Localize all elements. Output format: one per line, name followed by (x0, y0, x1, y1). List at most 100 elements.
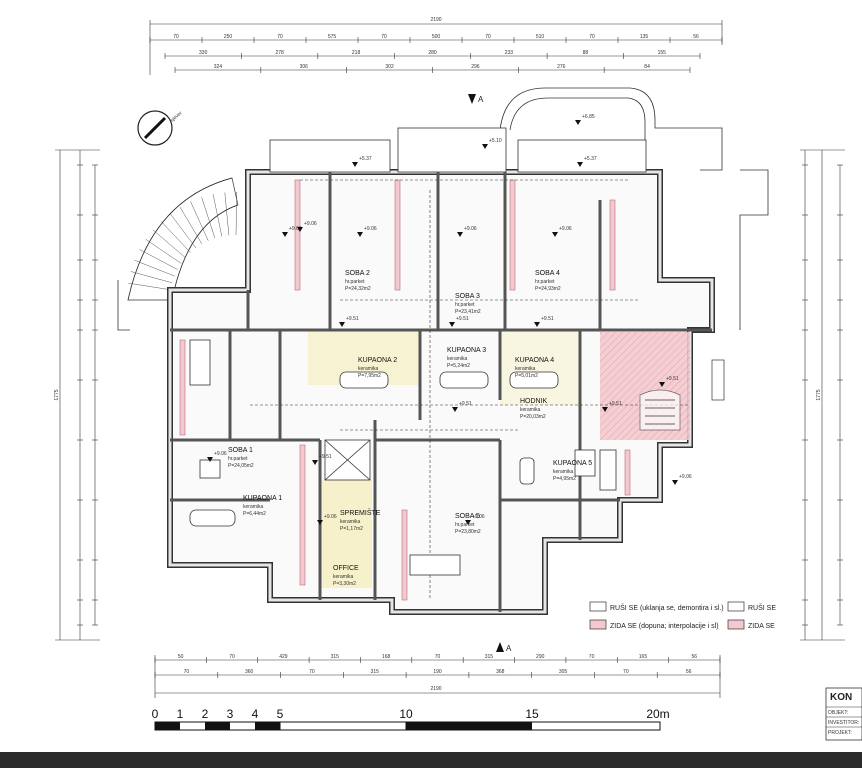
dim-value: 70 (623, 669, 629, 675)
dim-value: 280 (428, 50, 437, 56)
level-mark: +9.51 (449, 316, 469, 327)
dim-value: 510 (536, 34, 545, 40)
side-dimension-chains (55, 149, 845, 641)
title-block: KON OBJEKT: INVESTITOR: PROJEKT: (825, 687, 862, 741)
level-value: +9.06 (214, 451, 227, 457)
right-outline (117, 169, 769, 331)
level-value: +6.85 (582, 114, 595, 120)
dim-value: 165 (639, 654, 648, 660)
room-floor: hr.parket (535, 279, 555, 285)
curved-staircase (127, 177, 239, 301)
level-mark: +9.51 (659, 376, 679, 387)
dim-value: 290 (536, 654, 545, 660)
room-floor: keramika (243, 504, 264, 510)
level-value: +9.06 (464, 226, 477, 232)
dim-value: 56 (693, 34, 699, 40)
dim-value: 330 (199, 50, 208, 56)
level-mark: +9.06 (465, 514, 485, 525)
dim-value: 50 (178, 654, 184, 660)
fixtures (189, 339, 617, 576)
legend-text-demolish-2: RUŠI SE (748, 603, 776, 612)
level-mark: +9.51 (339, 316, 359, 327)
room-floor: keramika (520, 407, 541, 413)
room-floor: hr.parket (345, 279, 365, 285)
room-name: HODNIK (520, 398, 548, 405)
room-name: SOBA 3 (455, 293, 480, 300)
dim-value: 575 (328, 34, 337, 40)
dim-value: 278 (275, 50, 284, 56)
room-name: SOBA 2 (345, 270, 370, 277)
dim-value: 155 (658, 50, 667, 56)
dim-value: 360 (245, 669, 254, 675)
level-mark: +5.37 (577, 156, 597, 167)
legend-swatch-build-2 (727, 619, 745, 630)
title-block-line-2: PROJEKT: (828, 730, 852, 736)
level-mark: +6.85 (575, 114, 595, 125)
dim-value: 70 (277, 34, 283, 40)
room-name: OFFICE (333, 565, 359, 572)
level-mark: +9.06 (357, 226, 377, 237)
new-walls (179, 179, 631, 601)
level-value: +9.51 (609, 401, 622, 407)
dim-right-total: 1775 (816, 389, 822, 400)
room-name: SOBA 1 (228, 447, 253, 454)
highlight-zones (308, 330, 690, 588)
room-name: KUPAONA 1 (243, 495, 282, 502)
room-floor: keramika (340, 519, 361, 525)
room-area: P=20,03m2 (520, 414, 546, 420)
side-dimension-ticks (77, 164, 843, 626)
dim-top-total: 2190 (430, 17, 441, 23)
title-block-company: KON (830, 692, 852, 703)
room-name: KUPAONA 3 (447, 347, 486, 354)
terrace-outline (499, 87, 723, 171)
room-name: SOBA 5 (455, 513, 480, 520)
room-area: P=24,32m2 (345, 286, 371, 292)
legend: RUŠI SE (uklanja se, demontira i sl.) ZI… (589, 601, 776, 630)
building-walls (167, 169, 715, 615)
room-area: P=24,05m2 (228, 463, 254, 469)
level-mark: +9.06 (672, 474, 692, 485)
room-name: SPREMIŠTE (340, 508, 381, 517)
room-area: P=4,95m2 (553, 476, 576, 482)
level-value: +5.10 (489, 138, 502, 144)
title-block-line-0: OBJEKT: (828, 710, 848, 716)
level-value: +9.51 (319, 454, 332, 460)
top-dimension-chains (149, 20, 723, 75)
room-area: P=5,01m2 (515, 373, 538, 379)
room-floor: keramika (333, 574, 354, 580)
level-value: +9.06 (364, 226, 377, 232)
dim-value: 88 (583, 50, 589, 56)
dim-value: 218 (352, 50, 361, 56)
dim-value: 315 (371, 669, 380, 675)
section-label-top: A (478, 95, 484, 104)
room-area: P=7,95m2 (358, 373, 381, 379)
dim-value: 70 (589, 654, 595, 660)
level-value: +9.06 (472, 514, 485, 520)
dim-value: 70 (173, 34, 179, 40)
right-stair (639, 359, 725, 431)
level-mark: +9.06 (297, 221, 317, 232)
level-mark: +9.51 (452, 401, 472, 412)
dim-value: 168 (382, 654, 391, 660)
room-floor: keramika (553, 469, 574, 475)
level-marks: +5.37+5.10+5.37+6.85+9.06+9.06+9.06+9.06… (207, 114, 692, 525)
room-floor: hr.parket (455, 522, 475, 528)
interior-walls (170, 172, 712, 612)
room-floor: hr.parket (455, 302, 475, 308)
footer-bar (0, 752, 862, 768)
scale-tick-label: 0 (152, 707, 159, 721)
room-area: P=1,17m2 (340, 526, 363, 532)
room-area: P=5,24m2 (447, 363, 470, 369)
level-mark: +9.06 (207, 451, 227, 462)
